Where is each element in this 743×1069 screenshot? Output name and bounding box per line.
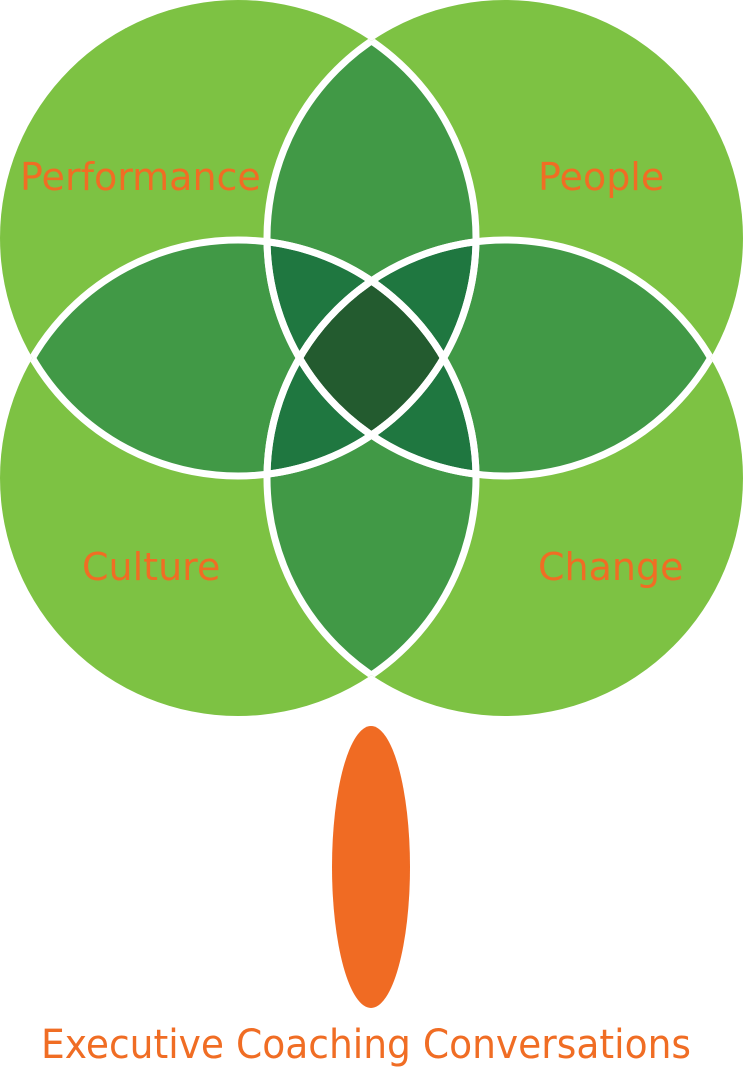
overlap-four-center <box>267 240 476 476</box>
label-performance: Performance <box>20 155 261 199</box>
label-culture: Culture <box>82 545 220 589</box>
trunk-label: Executive Coaching Conversations <box>41 1022 691 1068</box>
label-people: People <box>538 155 664 199</box>
circle-outlines <box>0 0 743 716</box>
trunk-ellipse <box>332 726 410 1008</box>
label-change: Change <box>538 545 684 589</box>
